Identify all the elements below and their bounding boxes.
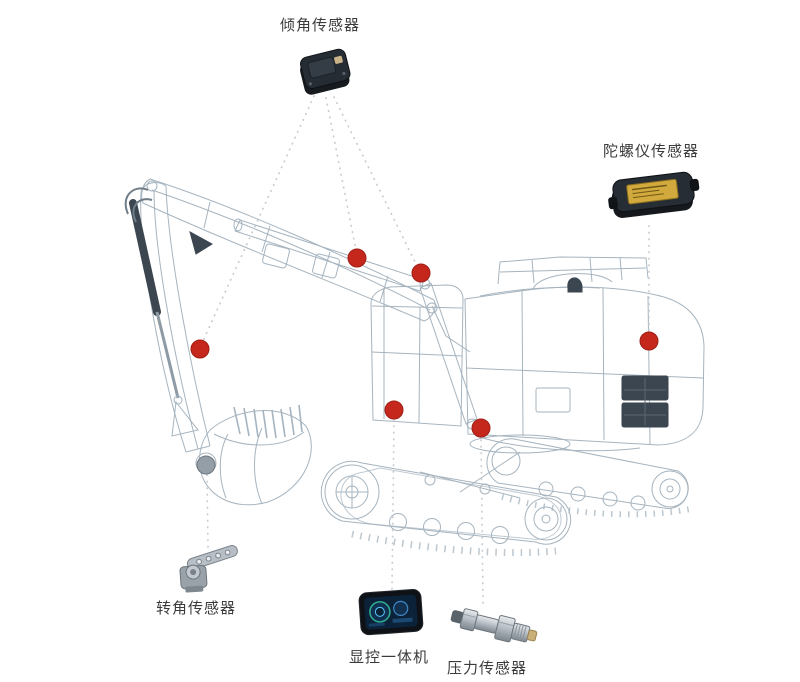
- display-unit-label: 显控一体机: [348, 648, 430, 666]
- connector-layer: [202, 95, 650, 604]
- marker-layer: [190, 248, 659, 475]
- gyro-sensor-label: 陀螺仪传感器: [602, 142, 700, 160]
- connector-tilt-sensor-0: [325, 97, 357, 251]
- angle-sensor-image: [179, 545, 238, 593]
- connector-tilt-sensor-2: [333, 96, 418, 267]
- connector-tilt-sensor-1: [202, 95, 315, 342]
- angle-sensor-label: 转角传感器: [155, 599, 237, 617]
- marker-boom-cylinder-head-point: [411, 263, 431, 283]
- pressure-sensor-label: 压力传感器: [446, 659, 528, 677]
- marker-stick-tilt-point: [190, 339, 210, 359]
- gyro-sensor-image: [608, 171, 700, 218]
- marker-cab-display-point: [384, 400, 404, 420]
- connector-display-unit-5: [391, 419, 395, 590]
- display-unit-image: [358, 589, 424, 636]
- tilt-sensor-label: 倾角传感器: [279, 16, 361, 34]
- pressure-sensor-image: [450, 608, 538, 643]
- marker-boom-cylinder-base-point: [471, 418, 491, 438]
- connector-pressure-sensor-6: [480, 437, 484, 604]
- tilt-sensor-image: [300, 48, 351, 95]
- marker-bucket-linkage-point: [196, 455, 216, 475]
- marker-boom-tilt-point: [347, 248, 367, 268]
- marker-body-gyro-point: [639, 331, 659, 351]
